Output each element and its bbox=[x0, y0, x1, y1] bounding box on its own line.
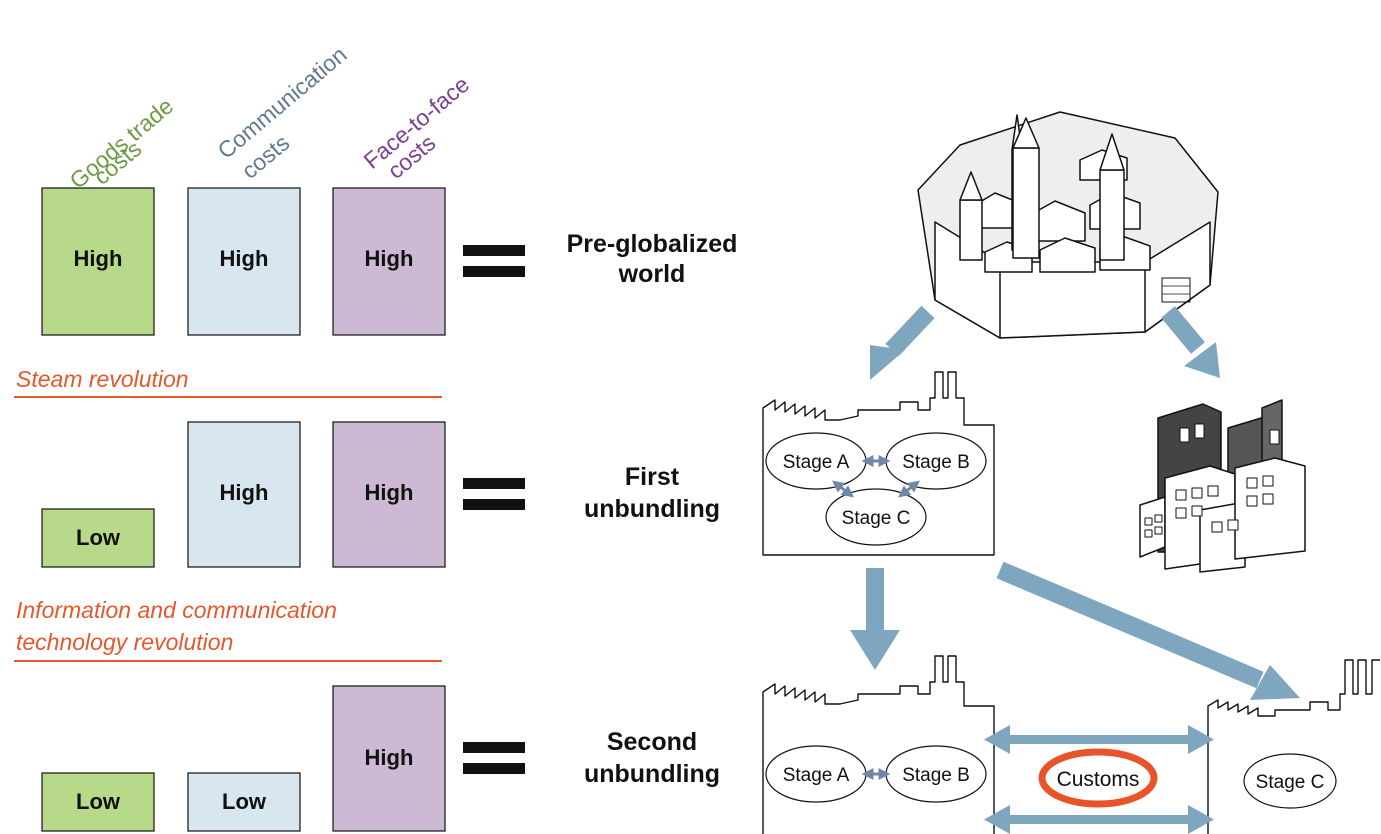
equals-sign bbox=[463, 245, 525, 277]
result-label-line2: world bbox=[618, 260, 686, 288]
city-illustration bbox=[1139, 399, 1306, 573]
flow-arrows bbox=[850, 305, 1300, 700]
stage-a-label: Stage A bbox=[783, 452, 850, 473]
communication-cost-label: Low bbox=[222, 789, 267, 814]
stage-b-label: Stage B bbox=[902, 452, 970, 473]
link-b-c bbox=[898, 480, 920, 498]
goods-cost-bar bbox=[41, 187, 155, 336]
equals-sign bbox=[463, 742, 525, 774]
result-label-line1: First bbox=[625, 463, 680, 491]
arrow-factory-down bbox=[850, 568, 900, 670]
walled-village-illustration bbox=[917, 111, 1219, 339]
first-factory: Stage A Stage B Stage C bbox=[762, 371, 995, 556]
face-cost-bar bbox=[332, 685, 446, 832]
face-cost-bar bbox=[332, 187, 446, 336]
stage-c-label: Stage C bbox=[842, 508, 911, 529]
communication-cost-bar bbox=[187, 772, 301, 832]
ict-revolution: Information and communication technology… bbox=[14, 597, 442, 662]
communication-cost-bar bbox=[187, 421, 301, 568]
result-label-line1: Second bbox=[607, 728, 697, 756]
result-label-line2: unbundling bbox=[584, 495, 720, 523]
row-second-unbundling: Low Low High Second unbundling bbox=[41, 685, 720, 832]
stage-c-node bbox=[1243, 753, 1337, 809]
customs-ring bbox=[1038, 748, 1158, 808]
goods-cost-bar bbox=[41, 508, 155, 568]
goods-cost-label: High bbox=[74, 246, 123, 271]
home-factory: Stage A Stage B bbox=[762, 655, 995, 834]
factory-outline bbox=[1207, 659, 1380, 834]
factory-outline bbox=[762, 655, 995, 834]
remote-factory: Stage C bbox=[1207, 659, 1380, 834]
steam-revolution: Steam revolution bbox=[14, 366, 442, 398]
goods-cost-label: Low bbox=[76, 525, 121, 550]
stage-c-label: Stage C bbox=[1256, 772, 1325, 793]
face-cost-label: High bbox=[365, 480, 414, 505]
row-pre-globalized: High High High Pre-globalized world bbox=[41, 187, 738, 336]
stage-b-label: Stage B bbox=[902, 765, 970, 786]
communication-cost-bar bbox=[187, 187, 301, 336]
result-label-line2: unbundling bbox=[584, 760, 720, 788]
customs-label: Customs bbox=[1057, 768, 1140, 791]
equals-sign bbox=[463, 478, 525, 510]
arrow-village-to-city bbox=[1161, 306, 1220, 378]
face-cost-label: High bbox=[365, 246, 414, 271]
revolution-label-line2: technology revolution bbox=[16, 629, 233, 655]
row-first-unbundling: Low High High First unbundling bbox=[41, 421, 720, 568]
revolution-label: Steam revolution bbox=[16, 366, 189, 392]
face-cost-label: High bbox=[365, 745, 414, 770]
face-to-face-costs-header: Face-to-face costs bbox=[359, 71, 475, 184]
customs-crossing: Customs bbox=[984, 725, 1214, 834]
revolution-label-line1: Information and communication bbox=[16, 597, 337, 623]
communication-cost-label: High bbox=[220, 246, 269, 271]
goods-trade-costs-header: Goods trade costs bbox=[65, 93, 179, 194]
stage-c-node bbox=[825, 488, 927, 546]
link-a-c bbox=[832, 480, 854, 498]
goods-cost-bar bbox=[41, 772, 155, 832]
communication-costs-header: Communication costs bbox=[213, 41, 352, 184]
result-label-line1: Pre-globalized bbox=[567, 230, 738, 258]
stage-a-label: Stage A bbox=[783, 765, 850, 786]
arrow-factory-to-remote bbox=[996, 561, 1300, 700]
double-arrow-lower bbox=[984, 805, 1214, 834]
goods-cost-label: Low bbox=[76, 789, 121, 814]
double-arrow-upper bbox=[984, 725, 1214, 754]
communication-cost-label: High bbox=[220, 480, 269, 505]
arrow-village-to-factory bbox=[870, 305, 935, 380]
face-cost-bar bbox=[332, 421, 446, 568]
